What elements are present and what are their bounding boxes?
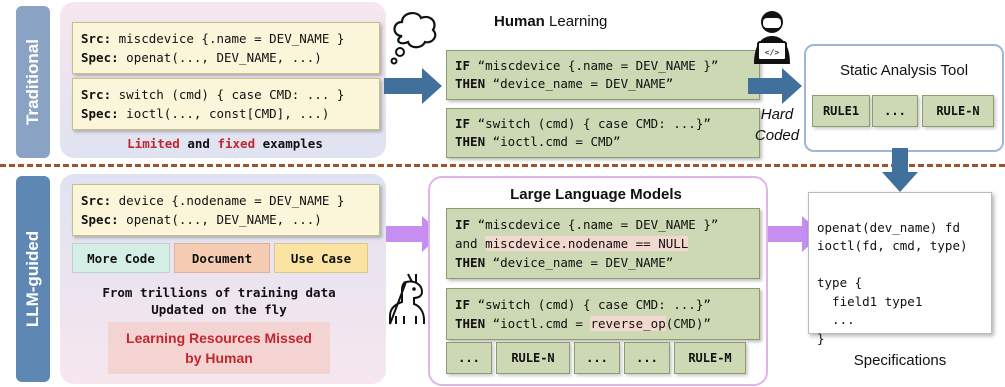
human-learning-title: Human Learning	[494, 13, 607, 30]
then-keyword: THEN	[455, 134, 486, 149]
row-label-traditional: Traditional	[16, 6, 50, 158]
src-code: device {.nodename = DEV_NAME }	[111, 193, 345, 208]
rule-condition: “switch (cmd) { case CMD: ...}”	[470, 116, 711, 131]
training-line-2: Updated on the fly	[151, 302, 287, 317]
if-keyword: IF	[455, 217, 471, 232]
caption-and: and	[179, 136, 218, 151]
missed-line-1: Learning Resources Missed	[126, 330, 312, 346]
caption-fixed: fixed	[217, 136, 256, 151]
if-keyword: IF	[455, 297, 471, 312]
rule-condition: “miscdevice {.name = DEV_NAME }”	[470, 58, 719, 73]
spec-line-7: }	[817, 330, 825, 346]
static-rule-box-3: RULE-N	[922, 95, 994, 127]
hard-text: Hard	[760, 106, 794, 123]
llm-source-card: Src: device {.nodename = DEV_NAME } Spec…	[72, 184, 380, 236]
spec-code: openat(..., DEV_NAME, ...)	[118, 50, 322, 65]
src-label: Src:	[81, 31, 112, 46]
tag-use-case: Use Case	[274, 243, 368, 273]
arrow-down-to-specs	[882, 148, 918, 192]
human-rule-2: IF “switch (cmd) { case CMD: ...}” THEN …	[446, 108, 760, 158]
row-label-traditional-text: Traditional	[23, 39, 42, 125]
llm-rule-2: IF “switch (cmd) { case CMD: ...}” THEN …	[446, 288, 760, 340]
rule-result-highlight: reverse_op	[590, 316, 666, 331]
if-keyword: IF	[455, 58, 471, 73]
static-rule-box-1: RULE1	[812, 95, 870, 127]
rule-result-post: (CMD)”	[665, 316, 711, 331]
tag-document: Document	[174, 243, 270, 273]
spec-label: Spec:	[81, 212, 119, 227]
missed-line-2: by Human	[185, 350, 253, 366]
human-title-rest: Learning	[544, 13, 608, 30]
row-separator	[0, 164, 1005, 167]
coded-text: Coded	[754, 127, 800, 144]
arrow-to-human-rules	[384, 68, 442, 104]
spec-line-3	[817, 256, 983, 275]
arrow-to-static-tool	[748, 68, 802, 104]
spec-code: ioctl(..., const[CMD], ...)	[118, 106, 330, 121]
specifications-caption: Specifications	[853, 352, 947, 369]
spec-line-4: type {	[817, 275, 863, 290]
training-data-text: From trillions of training data Updated …	[72, 284, 366, 318]
rule-result: “device_name = DEV_NAME”	[485, 255, 674, 270]
rule-result-pre: “ioctl.cmd =	[485, 316, 591, 331]
traditional-caption: Limited and fixed examples	[90, 136, 360, 151]
specifications-box: openat(dev_name) fd ioctl(fd, cmd, type) t…	[808, 192, 992, 346]
tag-more-code: More Code	[72, 243, 170, 273]
human-title-bold: Human	[494, 13, 545, 30]
llm-rule-box-5: RULE-M	[674, 342, 746, 374]
hard-coded-label: Hard Coded	[752, 104, 802, 146]
spec-line-5: field1 type1	[817, 293, 923, 309]
row-label-llm-text: LLM-guided	[23, 230, 42, 328]
rule-condition: “miscdevice {.name = DEV_NAME }”	[470, 217, 719, 232]
human-rule-1: IF “miscdevice {.name = DEV_NAME }” THEN…	[446, 50, 760, 100]
then-keyword: THEN	[455, 255, 486, 270]
llm-rule-box-2: RULE-N	[496, 342, 570, 374]
then-keyword: THEN	[455, 76, 486, 91]
llama-icon	[389, 273, 425, 325]
rule-condition: “switch (cmd) { case CMD: ...}”	[470, 297, 711, 312]
spec-label: Spec:	[81, 50, 119, 65]
thought-bubble-icon	[390, 12, 437, 65]
spec-label: Spec:	[81, 106, 119, 121]
src-code: switch (cmd) { case CMD: ... }	[111, 87, 345, 102]
llm-title: Large Language Models	[510, 186, 682, 203]
spec-line-2: ioctl(fd, cmd, type)	[817, 238, 968, 253]
then-keyword: THEN	[455, 316, 486, 331]
static-tool-title: Static Analysis Tool	[839, 62, 969, 79]
traditional-card-1: Src: miscdevice {.name = DEV_NAME } Spec…	[72, 22, 380, 74]
rule-extra-condition: miscdevice.nodename == NULL	[485, 236, 689, 251]
if-keyword: IF	[455, 116, 471, 131]
training-line-1: From trillions of training data	[102, 285, 336, 300]
src-label: Src:	[81, 193, 112, 208]
rule-result: “ioctl.cmd = CMD”	[485, 134, 621, 149]
row-label-llm: LLM-guided	[16, 176, 50, 382]
traditional-card-2: Src: switch (cmd) { case CMD: ... } Spec…	[72, 78, 380, 130]
rule-result: “device_name = DEV_NAME”	[485, 76, 674, 91]
caption-examples: examples	[255, 136, 323, 151]
and-keyword: and	[455, 236, 486, 251]
llm-rule-box-4: ...	[624, 342, 670, 374]
spec-line-1: openat(dev_name) fd	[817, 219, 960, 235]
missed-resources-box: Learning Resources Missed by Human	[108, 322, 330, 374]
llm-rule-box-3: ...	[574, 342, 620, 374]
spec-line-6: ...	[817, 312, 855, 327]
llm-rule-box-1: ...	[446, 342, 492, 374]
static-rule-box-2: ...	[872, 95, 918, 127]
person-laptop-icon: </>	[754, 11, 790, 64]
src-code: miscdevice {.name = DEV_NAME }	[111, 31, 345, 46]
caption-limited: Limited	[127, 136, 180, 151]
spec-code: openat(..., DEV_NAME, ...)	[118, 212, 322, 227]
src-label: Src:	[81, 87, 112, 102]
svg-text:</>: </>	[765, 48, 780, 57]
llm-rule-1: IF “miscdevice {.name = DEV_NAME }” and …	[446, 208, 760, 279]
